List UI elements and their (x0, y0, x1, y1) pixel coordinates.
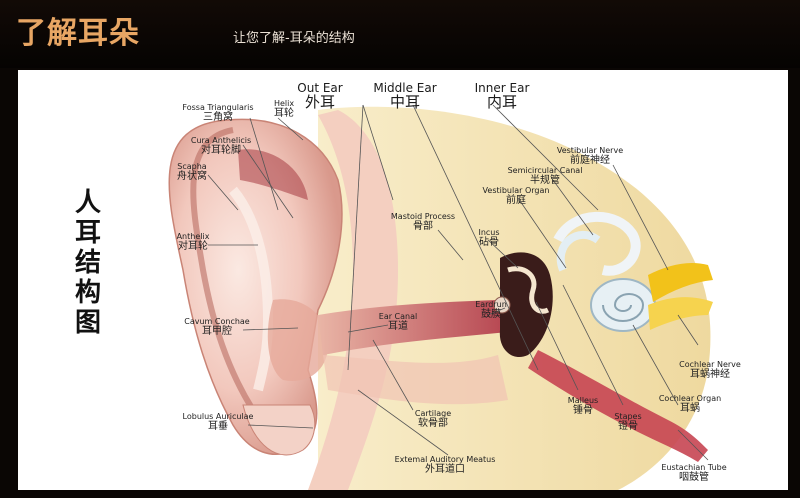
ear-canal (318, 300, 508, 355)
section-zh: 内耳 (486, 92, 517, 111)
page-subtitle: 让您了解-耳朵的结构 (233, 31, 355, 46)
cochlea-shape (590, 278, 656, 332)
helix-rim (190, 127, 256, 412)
tympanic-cavity (499, 252, 553, 358)
ossicles (507, 266, 550, 314)
semicircular-canal-shape-2 (556, 230, 601, 272)
section-zh: 外耳 (304, 92, 336, 111)
eustachian-tube-shape (528, 350, 708, 462)
diagram-panel: Out Ear 外耳 Middle Ear 中耳 Inner Ear 内耳 人耳… (18, 70, 788, 490)
section-en: Inner Ear (474, 81, 530, 95)
auditory-nerve-2 (648, 297, 713, 330)
section-inner-ear: Inner Ear 内耳 (475, 82, 530, 110)
leader-lines (207, 104, 709, 461)
canal-skin (323, 355, 508, 405)
fossa-shadow (238, 149, 308, 200)
anthelix-ridge (229, 186, 274, 392)
concha-bowl (267, 299, 328, 381)
cochlea-spiral (602, 293, 645, 322)
semicircular-canal-shape (553, 211, 641, 276)
section-zh: 中耳 (389, 92, 421, 111)
section-middle-ear: Middle Ear 中耳 (373, 82, 436, 110)
eardrum-membrane (493, 296, 511, 314)
section-en: Middle Ear (373, 81, 437, 95)
header-bar: 了解耳朵 让您了解-耳朵的结构 (0, 0, 800, 68)
side-title: 人耳结构图 (74, 188, 101, 338)
auditory-nerve (648, 263, 713, 302)
page-title: 了解耳朵 (16, 16, 140, 51)
ear-anatomy-illustration (168, 104, 713, 490)
earlobe (242, 404, 316, 456)
section-en: Out Ear (297, 81, 343, 95)
section-out-ear: Out Ear 外耳 (297, 82, 342, 110)
